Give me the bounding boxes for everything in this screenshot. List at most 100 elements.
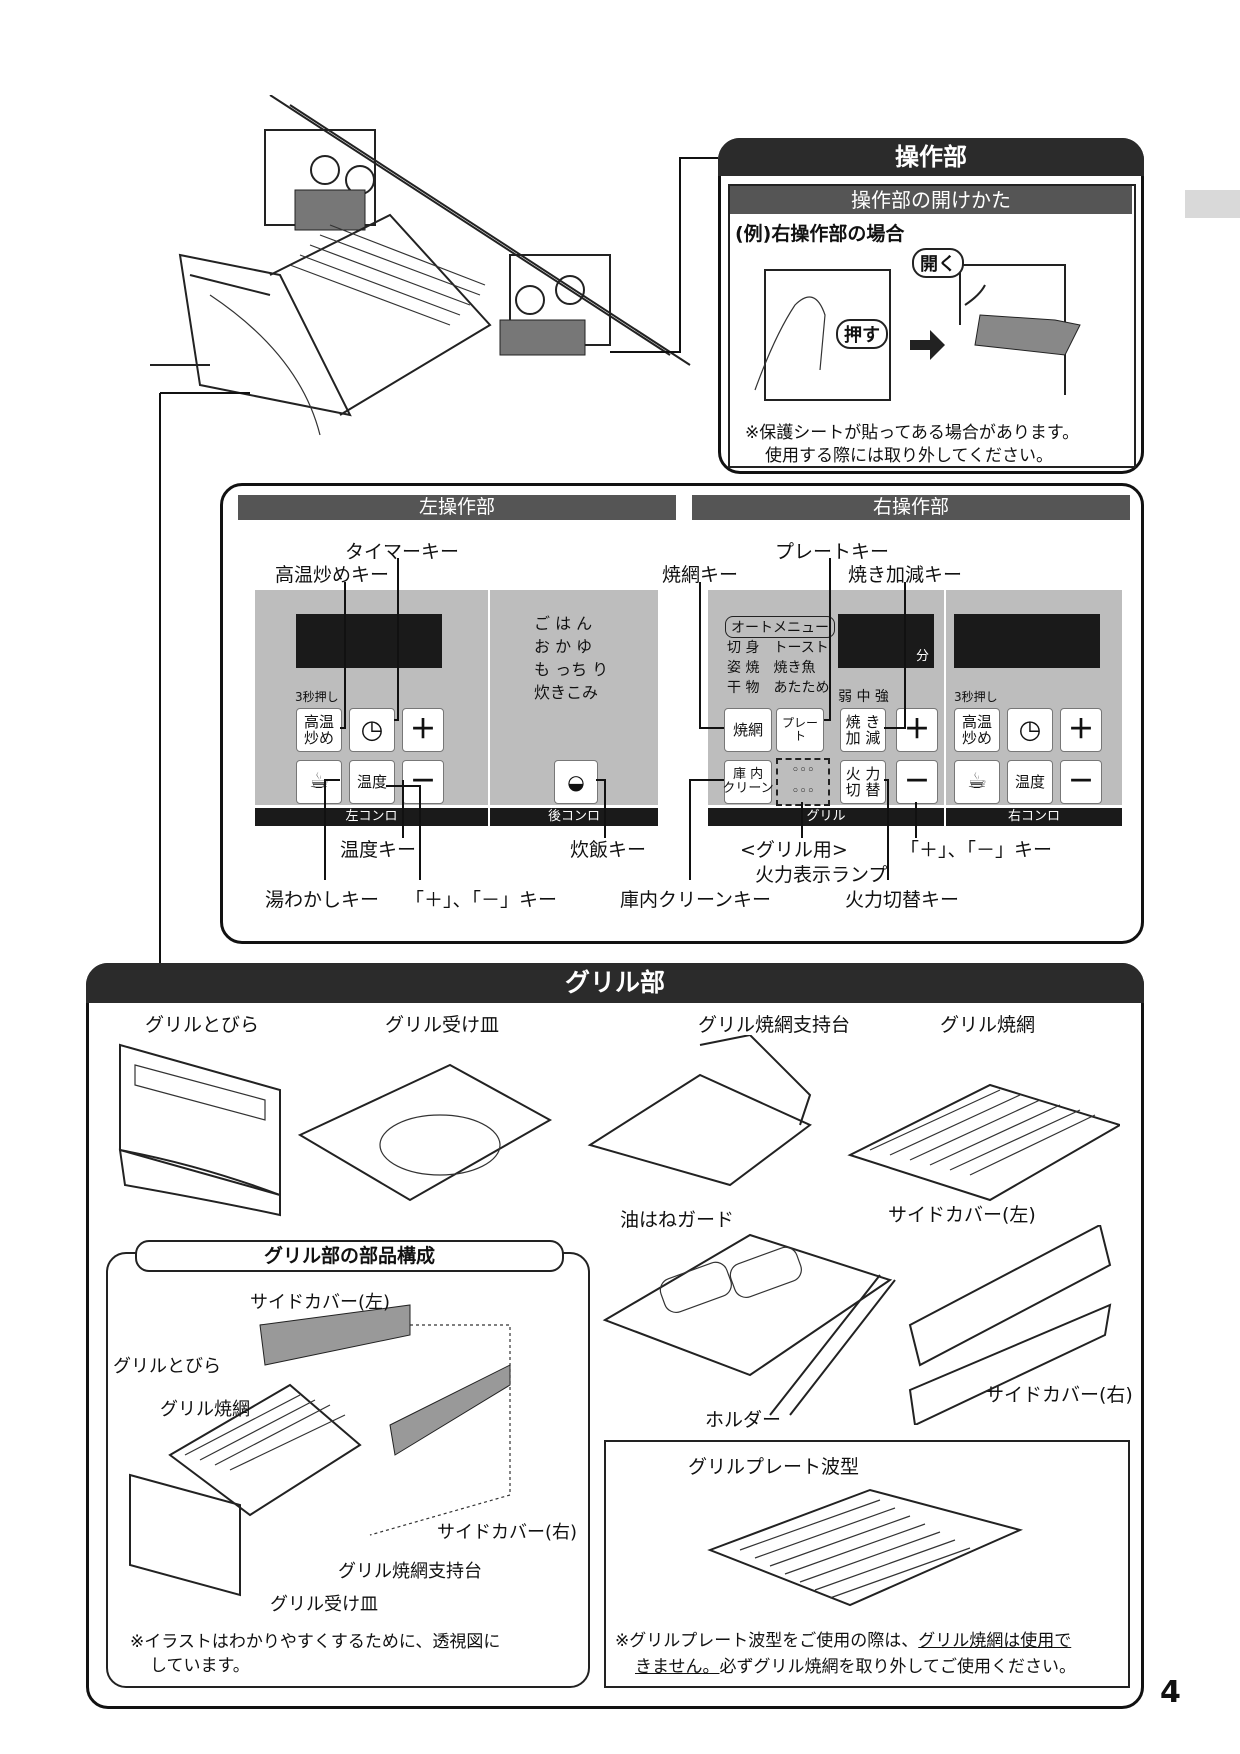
rice-bowl-icon: ◒ <box>567 770 585 794</box>
minutes-unit: 分 <box>916 649 930 664</box>
left-plus-key[interactable]: ＋ <box>402 708 444 752</box>
left-display <box>296 614 442 668</box>
plate-title: グリルプレート波型 <box>688 1456 860 1478</box>
heat-level-indicator: 弱 中 強 <box>838 689 889 705</box>
left-temp-key[interactable]: 温度 <box>349 760 395 804</box>
auto-menu-rows: 切 身 トースト 姿 焼 焼き魚 干 物 あたため <box>727 638 829 698</box>
grill-parts-row1-illustration <box>118 1035 1120 1217</box>
grill-drawer-illustration <box>150 95 691 436</box>
timer-icon: ◷ <box>360 714 384 745</box>
section-connector-lines <box>159 157 718 963</box>
timer-icon: ◷ <box>1018 714 1042 745</box>
comp-side-left: サイドカバー(左) <box>250 1292 391 1313</box>
left-high-temp-key[interactable]: 高温 炒め <box>296 708 342 752</box>
open-badge: 開く <box>912 248 964 278</box>
fire-switch-key[interactable]: 火 力 切 替 <box>840 760 886 804</box>
grill-plus-key[interactable]: ＋ <box>896 708 938 752</box>
protection-note-line1: ※保護シートが貼ってある場合があります。 <box>745 423 1080 443</box>
label-clean-key: 庫内クリーンキー <box>620 889 772 911</box>
label-lamp-line2: 火力表示ランプ <box>755 864 888 886</box>
comp-note-line1: ※イラストはわかりやすくするために、透視図に <box>130 1632 501 1652</box>
rice-menu-item: ご は ん <box>534 614 593 633</box>
left-burner-strip: 左コンロ <box>255 808 488 826</box>
rice-menu-list: ご は ん お か ゆ も っち り 炊きこみ <box>534 612 608 704</box>
grill-parts-row2-illustration <box>602 1225 1112 1425</box>
protection-note-line2: 使用する際には取り外してください。 <box>765 446 1053 466</box>
left-minus-key[interactable]: － <box>402 760 444 804</box>
right-temp-key[interactable]: 温度 <box>1007 760 1053 804</box>
comp-net: グリル焼網 <box>160 1399 250 1420</box>
grill-net-key[interactable]: 焼網 <box>724 708 772 752</box>
opening-example: (例)右操作部の場合 <box>735 223 905 245</box>
comp-note-line2: しています。 <box>150 1656 250 1676</box>
auto-menu-label: オートメニュー <box>725 616 835 638</box>
right-panel-title: 右操作部 <box>692 495 1130 520</box>
comp-pan: グリル受け皿 <box>270 1594 378 1615</box>
kettle-icon: ☕ <box>309 768 329 794</box>
label-timer-key: タイマーキー <box>345 541 460 563</box>
part-side-right-label: サイドカバー(右) <box>985 1384 1133 1406</box>
rear-burner-strip: 後コンロ <box>490 808 658 826</box>
page-number: 4 <box>1160 1675 1181 1710</box>
label-grill-net-key: 焼網キー <box>662 564 739 586</box>
kettle-icon: ☕ <box>967 768 987 794</box>
wave-plate-illustration <box>707 1488 1024 1607</box>
plate-box <box>604 1440 1130 1688</box>
plate-key[interactable]: プレート <box>776 708 824 752</box>
adjust-key[interactable]: 焼 き 加 減 <box>840 708 886 752</box>
rice-menu-item: 炊きこみ <box>534 683 599 702</box>
right-timer-key[interactable]: ◷ <box>1007 708 1053 752</box>
plate-note: ※グリルプレート波型をご使用の際は、グリル焼網は使用で きません。必ずグリル焼網… <box>615 1631 1076 1677</box>
right-display <box>954 614 1100 668</box>
label-kettle-key: 湯わかしキー <box>265 889 380 911</box>
part-pan-label: グリル受け皿 <box>385 1014 500 1036</box>
grill-minus-key[interactable]: － <box>896 760 938 804</box>
opening-box <box>728 184 1136 468</box>
comp-support: グリル焼網支持台 <box>338 1561 482 1582</box>
part-guard-label: 油はねガード <box>620 1209 735 1231</box>
comp-door: グリルとびら <box>113 1356 221 1377</box>
right-hold-note: 3秒押し <box>954 690 998 704</box>
rice-cooker-key[interactable]: ◒ <box>554 760 598 804</box>
label-high-temp-key: 高温炒めキー <box>275 564 390 586</box>
side-index-tab <box>1185 190 1240 218</box>
right-kettle-key[interactable]: ☕ <box>954 760 1000 804</box>
part-side-left-label: サイドカバー(左) <box>888 1204 1036 1226</box>
label-left-plus-minus: 「＋」、「－」キー <box>405 889 558 911</box>
grill-display <box>838 614 934 668</box>
label-plate-key: プレートキー <box>775 541 890 563</box>
menu-row: 切 身 トースト <box>727 640 829 656</box>
left-panel-title: 左操作部 <box>238 495 676 520</box>
composition-illustration <box>129 1304 511 1597</box>
composition-title: グリル部の部品構成 <box>135 1240 564 1272</box>
part-door-label: グリルとびら <box>145 1014 260 1036</box>
right-minus-key[interactable]: － <box>1060 760 1102 804</box>
right-plus-key[interactable]: ＋ <box>1060 708 1102 752</box>
label-right-plus-minus: 「＋」、「－」キー <box>900 839 1053 861</box>
part-net-label: グリル焼網 <box>940 1014 1036 1036</box>
label-lamp-line1: <グリル用> <box>740 839 848 861</box>
label-fire-key: 火力切替キー <box>845 889 960 911</box>
left-timer-key[interactable]: ◷ <box>349 708 395 752</box>
comp-side-right: サイドカバー(右) <box>437 1522 578 1543</box>
grill-section-title: グリル部 <box>86 963 1144 1003</box>
panel-callout-lines <box>324 558 917 880</box>
part-holder-label: ホルダー <box>705 1409 782 1431</box>
label-temp-key: 温度キー <box>340 839 417 861</box>
rice-menu-item: も っち り <box>534 660 609 679</box>
part-support-label: グリル焼網支持台 <box>698 1014 851 1036</box>
left-kettle-key[interactable]: ☕ <box>296 760 342 804</box>
rice-menu-item: お か ゆ <box>534 637 593 656</box>
menu-row: 干 物 あたため <box>727 680 830 696</box>
right-high-temp-key[interactable]: 高温 炒め <box>954 708 1000 752</box>
push-badge: 押す <box>836 319 888 349</box>
operation-section-title: 操作部 <box>718 138 1144 176</box>
opening-illustration <box>754 264 1081 401</box>
clean-key[interactable]: 庫 内 クリーン <box>722 760 774 804</box>
menu-row: 姿 焼 焼き魚 <box>727 660 816 676</box>
opening-title: 操作部の開けかた <box>730 186 1132 214</box>
grill-strip: グリル <box>708 808 944 826</box>
label-rice-key: 炊飯キー <box>570 839 647 861</box>
label-adjust-key: 焼き加減キー <box>848 564 963 586</box>
left-hold-note: 3秒押し <box>295 690 339 704</box>
